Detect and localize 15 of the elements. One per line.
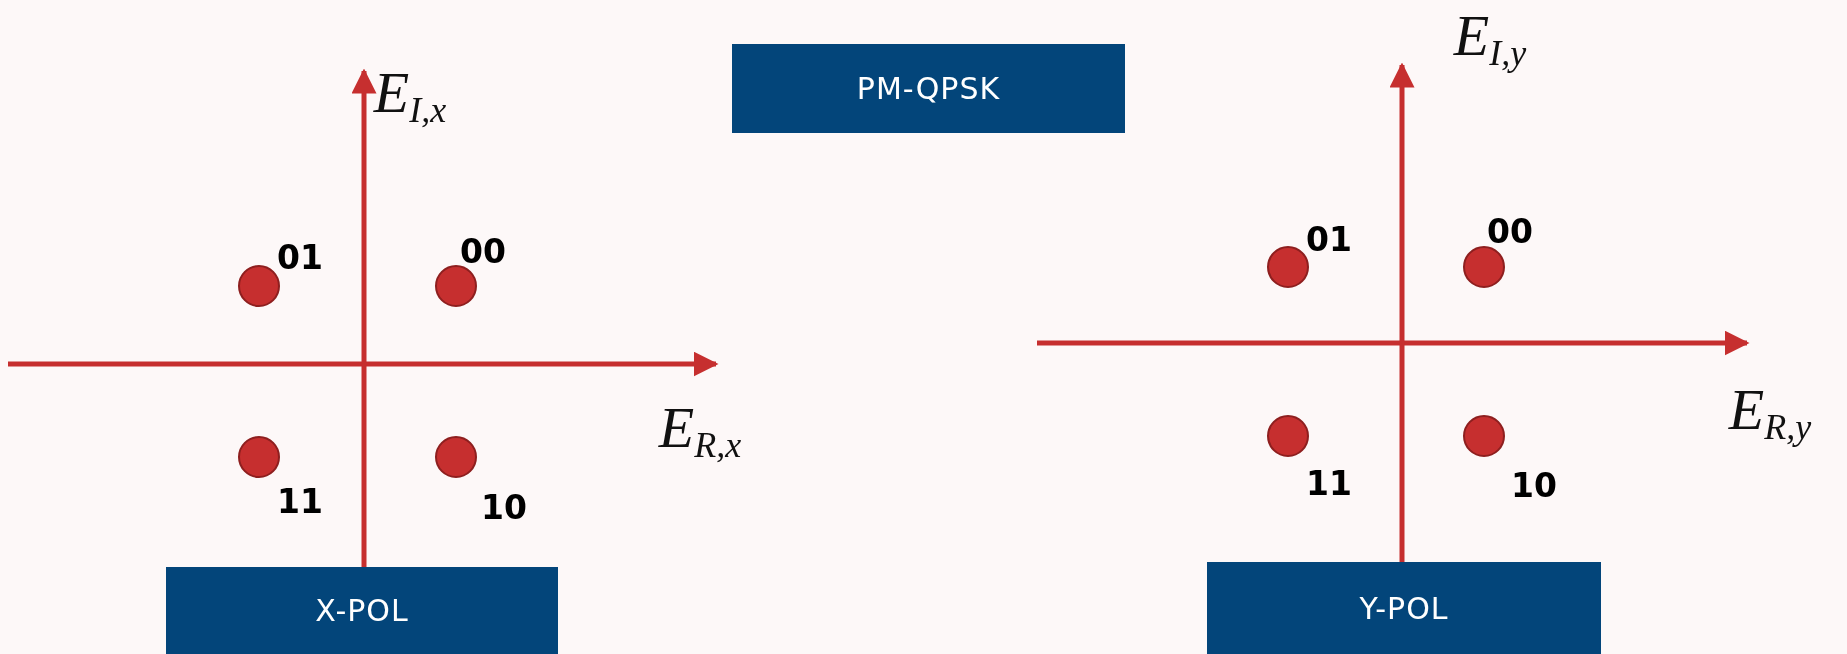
title-box: PM-QPSK — [732, 44, 1125, 133]
axis-label: E$_{R,x}$ — [658, 393, 742, 467]
bit-label: 11 — [1306, 463, 1352, 503]
label-box: Y-POL — [1207, 562, 1601, 654]
label-box: X-POL — [166, 567, 558, 654]
axis-label: E$_{R,y}$ — [1728, 375, 1812, 449]
bit-label: 10 — [1511, 465, 1557, 505]
axis-label: E$_{I,x}$ — [373, 58, 447, 132]
bit-label: 00 — [460, 231, 506, 271]
bit-label: 00 — [1487, 211, 1533, 251]
bit-label: 01 — [1306, 219, 1352, 259]
bit-label: 11 — [277, 481, 323, 521]
bit-label: 10 — [481, 487, 527, 527]
bit-label: 01 — [277, 237, 323, 277]
axis-label: E$_{I,y}$ — [1453, 1, 1527, 75]
